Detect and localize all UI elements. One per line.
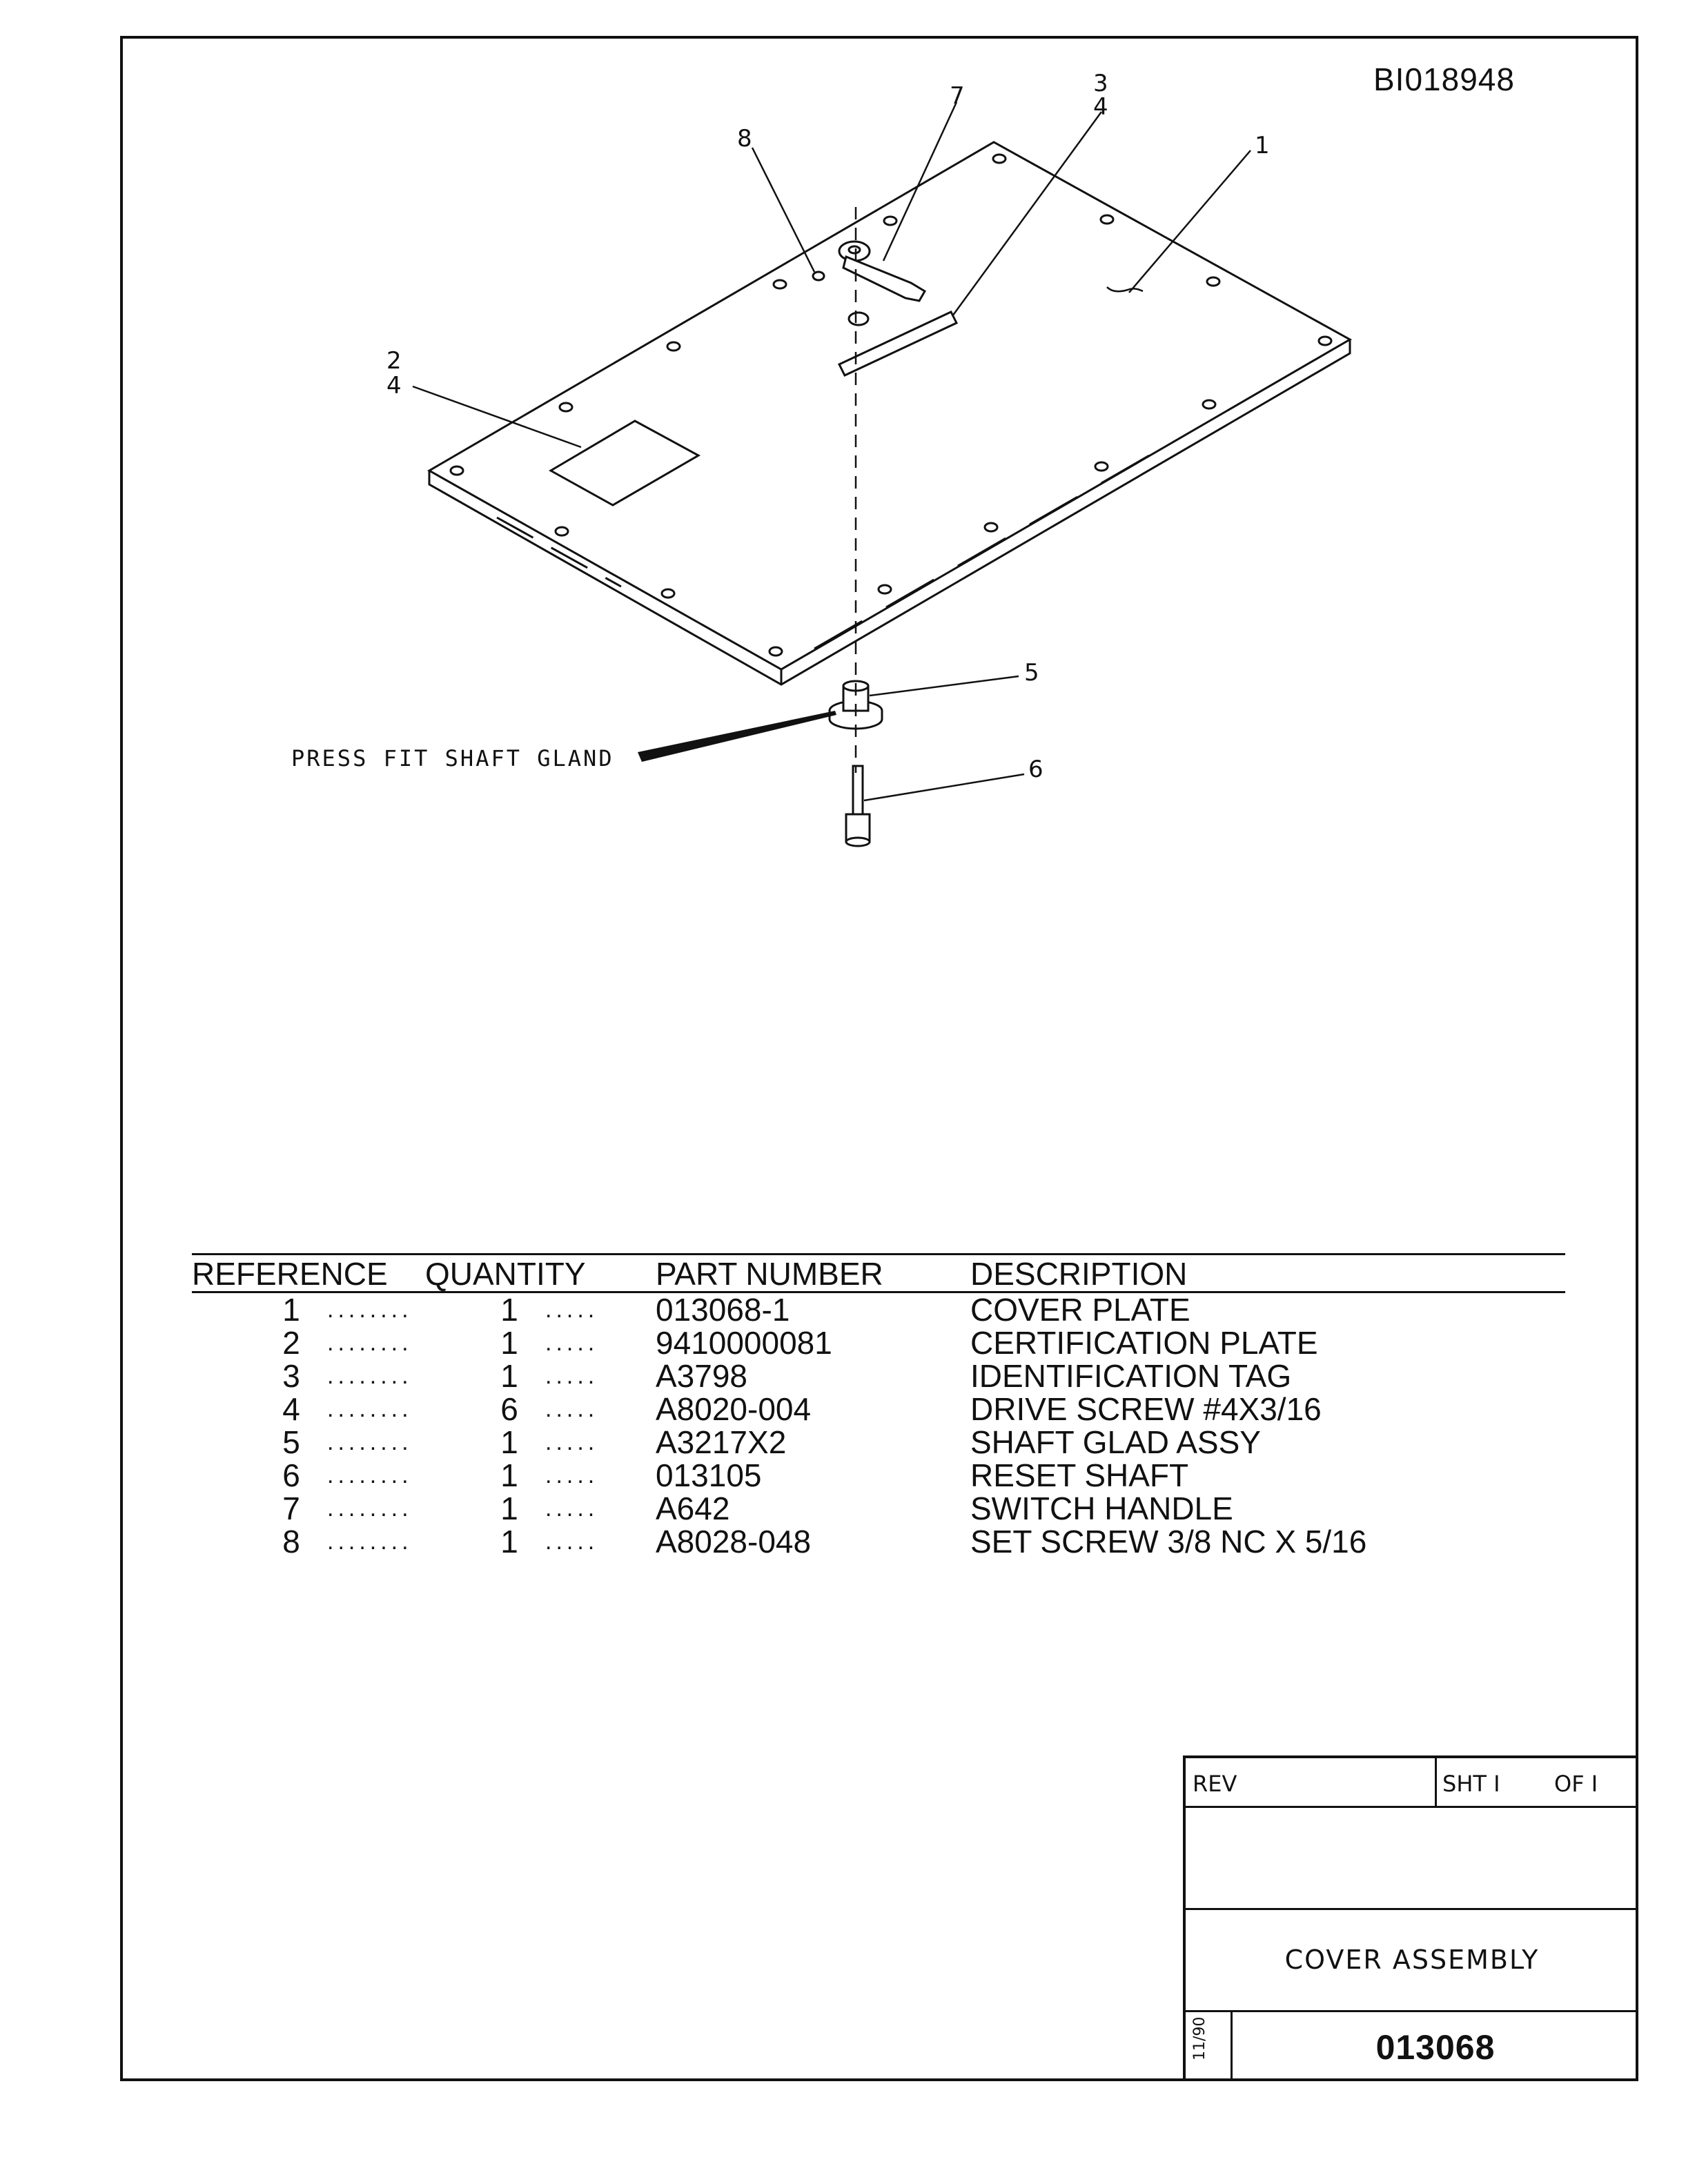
part-number-cell: A642 bbox=[656, 1491, 730, 1526]
part-number-cell: A3798 bbox=[656, 1358, 748, 1394]
reference-cell: 1 bbox=[282, 1292, 300, 1328]
set-screw bbox=[812, 270, 825, 282]
leader-dots: ........ bbox=[327, 1528, 413, 1555]
reference-cell: 6 bbox=[282, 1457, 300, 1493]
reference-cell: 7 bbox=[282, 1491, 300, 1526]
reference-cell: 3 bbox=[282, 1358, 300, 1394]
blank-cell bbox=[1186, 1808, 1638, 1910]
reference-cell: 8 bbox=[282, 1524, 300, 1560]
sheet-of-label: OF I bbox=[1554, 1771, 1598, 1797]
drawing-id: BI018948 bbox=[1373, 61, 1515, 97]
quantity-cell: 1 bbox=[500, 1358, 518, 1394]
callout-3: 3 bbox=[1093, 70, 1108, 97]
description-cell: COVER PLATE bbox=[970, 1292, 1190, 1328]
description-cell: CERTIFICATION PLATE bbox=[970, 1325, 1318, 1361]
table-row: 8........ 1..... A8028-048 SET SCREW 3/8 NC… bbox=[192, 1525, 1565, 1558]
header-reference: REFERENCE bbox=[192, 1256, 388, 1292]
quantity-cell: 1 bbox=[500, 1424, 518, 1460]
description-cell: DRIVE SCREW #4X3/16 bbox=[970, 1391, 1322, 1427]
drawing-title: COVER ASSEMBLY bbox=[1284, 1945, 1540, 1975]
table-row: 6........ 1..... 013105 RESET SHAFT bbox=[192, 1459, 1565, 1492]
leader-dots: ........ bbox=[327, 1429, 413, 1455]
quantity-cell: 1 bbox=[500, 1524, 518, 1560]
table-row: 2........ 1..... 9410000081 CERTIFICATION P… bbox=[192, 1326, 1565, 1359]
quantity-cell: 1 bbox=[500, 1491, 518, 1526]
leader-dots: ..... bbox=[545, 1396, 599, 1422]
callout-7: 7 bbox=[950, 82, 965, 110]
quantity-cell: 6 bbox=[500, 1391, 518, 1427]
callout-4-left: 4 bbox=[386, 372, 402, 400]
quantity-cell: 1 bbox=[500, 1325, 518, 1361]
leader-lines bbox=[412, 101, 1251, 802]
leader-dots: ..... bbox=[545, 1462, 599, 1488]
certification-plate bbox=[548, 420, 701, 506]
quantity-cell: 1 bbox=[500, 1292, 518, 1328]
leader-dots: ........ bbox=[327, 1495, 413, 1522]
reference-cell: 2 bbox=[282, 1325, 300, 1361]
press-fit-note: PRESS FIT SHAFT GLAND bbox=[291, 745, 614, 771]
leader-dots: ..... bbox=[545, 1363, 599, 1389]
drawing-number: 013068 bbox=[1375, 2028, 1496, 2067]
title-block: REV SHT I OF I COVER ASSEMBLY 11/90 0130… bbox=[1183, 1755, 1638, 2081]
part-number-cell: A3217X2 bbox=[656, 1424, 787, 1460]
drawing-date: 11/90 bbox=[1191, 2016, 1208, 2060]
leader-dots: ........ bbox=[327, 1363, 413, 1389]
title-cell: COVER ASSEMBLY bbox=[1186, 1910, 1638, 2012]
callout-5: 5 bbox=[1024, 659, 1039, 687]
table-row: 4........ 6..... A8020-004 DRIVE SCREW #4X3… bbox=[192, 1393, 1565, 1426]
table-row: 7........ 1..... A642 SWITCH HANDLE bbox=[192, 1492, 1565, 1525]
identification-tag bbox=[837, 311, 959, 377]
cover-plate bbox=[427, 141, 1353, 686]
part-number-cell: 013105 bbox=[656, 1457, 762, 1493]
parts-list-table: REFERENCE QUANTITY PART NUMBER DESCRIPTI… bbox=[192, 1253, 1565, 1558]
drawing-sheet bbox=[120, 36, 1638, 2081]
leader-dots: ........ bbox=[327, 1462, 413, 1488]
callout-6: 6 bbox=[1028, 756, 1043, 783]
sheet-label: SHT I bbox=[1442, 1771, 1500, 1797]
callout-4-top: 4 bbox=[1093, 93, 1108, 121]
table-row: 5........ 1..... A3217X2 SHAFT GLAD ASSY bbox=[192, 1426, 1565, 1459]
sheet-cell: SHT I OF I bbox=[1437, 1758, 1638, 1808]
part-number-cell: A8020-004 bbox=[656, 1391, 812, 1427]
table-row: 1........ 1..... 013068-1 COVER PLATE bbox=[192, 1293, 1565, 1326]
part-number-cell: A8028-048 bbox=[656, 1524, 812, 1560]
number-cell: 013068 bbox=[1233, 2012, 1638, 2081]
reference-cell: 5 bbox=[282, 1424, 300, 1460]
header-part-number: PART NUMBER bbox=[656, 1256, 883, 1292]
description-cell: SHAFT GLAD ASSY bbox=[970, 1424, 1261, 1460]
reference-cell: 4 bbox=[282, 1391, 300, 1427]
switch-handle bbox=[838, 240, 927, 302]
description-cell: RESET SHAFT bbox=[970, 1457, 1189, 1493]
callout-8: 8 bbox=[737, 125, 752, 153]
leader-dots: ........ bbox=[327, 1396, 413, 1422]
mounting-holes bbox=[449, 153, 1333, 657]
header-quantity: QUANTITY bbox=[425, 1256, 586, 1292]
leader-dots: ..... bbox=[545, 1297, 599, 1323]
leader-dots: ........ bbox=[327, 1330, 413, 1356]
description-cell: SET SCREW 3/8 NC X 5/16 bbox=[970, 1524, 1367, 1560]
date-cell: 11/90 bbox=[1186, 2012, 1233, 2081]
table-header: REFERENCE QUANTITY PART NUMBER DESCRIPTI… bbox=[192, 1253, 1565, 1293]
exploded-assembly-view: 1 2 4 3 4 5 6 7 8 PRESS FIT SHAFT GLAND bbox=[291, 70, 1353, 847]
quantity-cell: 1 bbox=[500, 1457, 518, 1493]
description-cell: SWITCH HANDLE bbox=[970, 1491, 1233, 1526]
part-number-cell: 9410000081 bbox=[656, 1325, 832, 1361]
rev-label: REV bbox=[1193, 1771, 1237, 1797]
leader-dots: ........ bbox=[327, 1297, 413, 1323]
press-fit-leader bbox=[638, 711, 836, 762]
description-cell: IDENTIFICATION TAG bbox=[970, 1358, 1292, 1394]
reset-shaft bbox=[845, 765, 871, 847]
part-number-cell: 013068-1 bbox=[656, 1292, 790, 1328]
table-row: 3........ 1..... A3798 IDENTIFICATION TAG bbox=[192, 1359, 1565, 1393]
leader-dots: ..... bbox=[545, 1429, 599, 1455]
leader-dots: ..... bbox=[545, 1528, 599, 1555]
leader-dots: ..... bbox=[545, 1495, 599, 1522]
callout-1: 1 bbox=[1255, 132, 1270, 159]
rev-cell: REV bbox=[1186, 1758, 1437, 1808]
leader-dots: ..... bbox=[545, 1330, 599, 1356]
header-description: DESCRIPTION bbox=[970, 1256, 1188, 1292]
callout-2: 2 bbox=[386, 347, 402, 375]
